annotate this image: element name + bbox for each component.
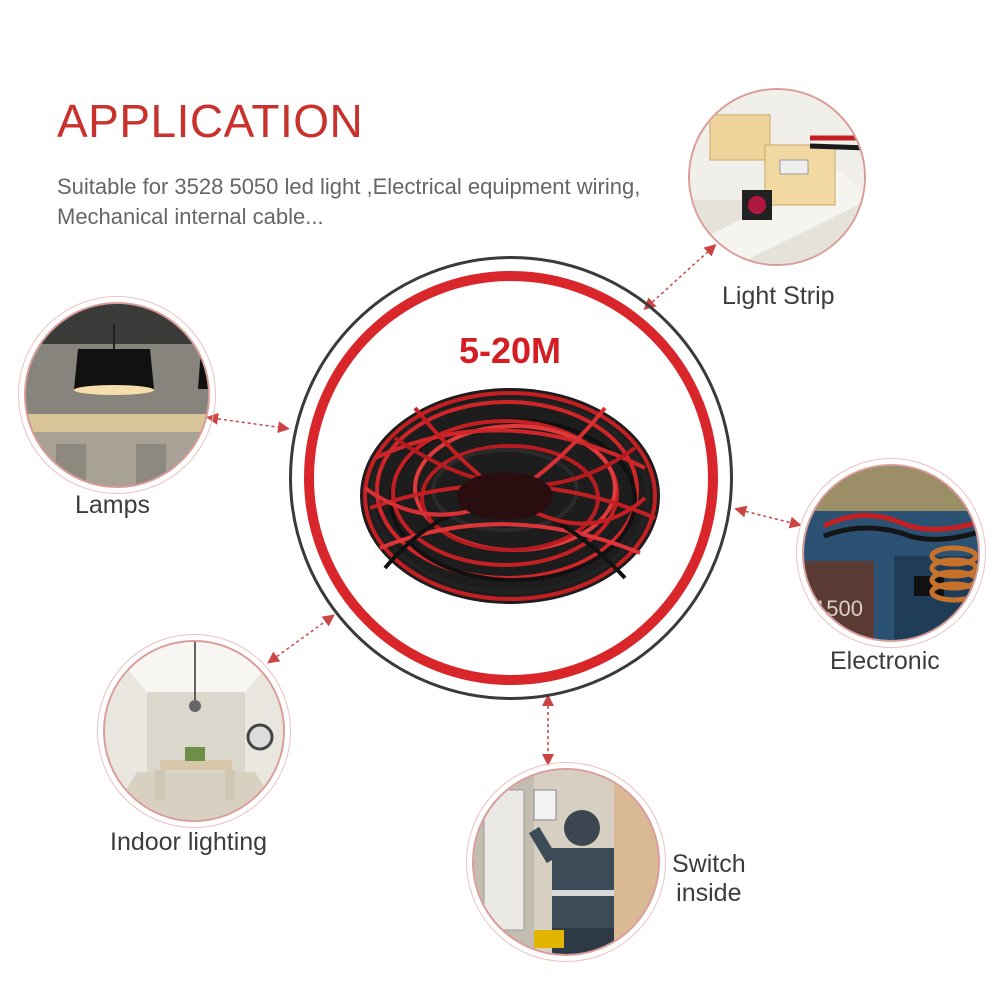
switch-inside-image <box>472 768 660 956</box>
switch-label-line: Switch inside <box>672 850 746 907</box>
lamps-frame <box>18 296 216 494</box>
electronic-image: 1500 <box>802 464 980 642</box>
arrow-light-strip <box>643 243 717 311</box>
section-heading: APPLICATION <box>57 95 364 147</box>
indoor-lighting-label: Indoor lighting <box>110 828 268 856</box>
light-strip-label: Light Strip <box>722 282 835 310</box>
product-frame-outer <box>289 256 733 700</box>
cable-coil-image <box>360 388 660 604</box>
lamps-image <box>24 302 210 488</box>
product-frame-ring <box>304 271 718 685</box>
indoor-lighting-image <box>103 640 285 822</box>
arrow-indoor <box>267 614 335 664</box>
switch-inside-label: Switch inside <box>672 850 746 908</box>
light-strip-image <box>688 88 866 266</box>
length-label: 5-20M <box>458 330 562 371</box>
electronic-frame <box>796 458 986 648</box>
indoor-frame <box>97 634 291 828</box>
electronic-label: Electronic <box>830 647 940 675</box>
arrow-lamps <box>206 412 290 434</box>
lamps-label: Lamps <box>75 491 151 519</box>
description-text: Suitable for 3528 5050 led light ,Electr… <box>57 174 641 229</box>
arrow-electronic <box>734 505 802 529</box>
switch-frame <box>466 762 666 962</box>
